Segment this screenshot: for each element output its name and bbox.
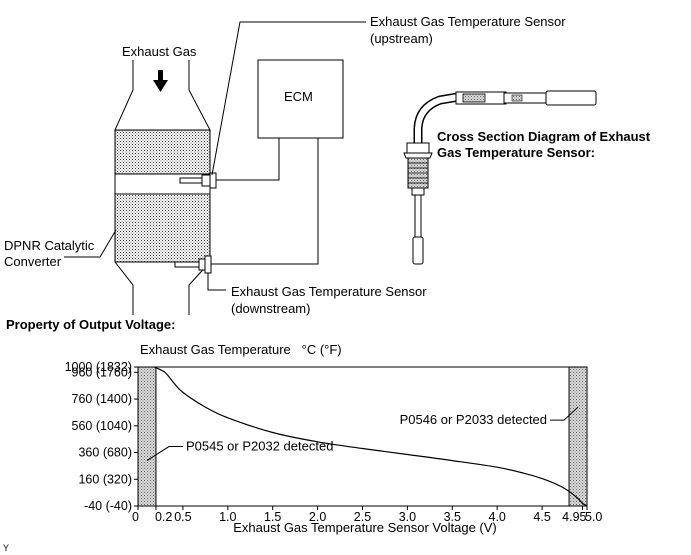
x-tick-label: 2.5 [354,510,371,524]
y-tick-label: 760 (1400) [72,392,132,406]
x-tick-label: 3.0 [399,510,416,524]
x-tick-label: 4.5 [533,510,550,524]
y-tick-label: 1000 (1832) [65,360,132,374]
x-tick-label: 0.5 [174,510,191,524]
x-tick-label: 1.0 [219,510,236,524]
downstream-sensor-label-line2: (downstream) [231,301,310,316]
x-tick-label: 0 [132,510,139,524]
x-tick-label: 2.0 [309,510,326,524]
upstream-sensor-label-line2: (upstream) [370,31,433,46]
annotation-high-voltage: P0546 or P2033 detected [400,412,547,427]
plot-frame [137,366,588,507]
y-axis-label: Exhaust Gas Temperature °C (°F) [140,342,342,357]
x-tick-label: 1.5 [264,510,281,524]
upstream-sensor-label-line1: Exhaust Gas Temperature Sensor [370,14,566,29]
x-axis-label: Exhaust Gas Temperature Sensor Voltage (… [233,520,497,535]
property-title: Property of Output Voltage: [6,317,175,332]
ecm-label: ECM [284,89,313,104]
y-tick-label: -40 (-40) [84,499,132,513]
ecm-box [257,59,344,139]
exhaust-gas-label: Exhaust Gas [122,44,197,59]
downstream-sensor-label-line1: Exhaust Gas Temperature Sensor [231,284,427,299]
detection-zone-1 [568,366,588,507]
x-tick-label: 4.95 [562,510,586,524]
annotation-low-voltage: P0545 or P2032 detected [186,439,333,454]
dpnr-catalytic-converter [114,60,211,315]
downstream-leader-line [207,273,226,291]
sensor-cross-section-drawing [403,90,597,265]
catalyst-lower-section [114,193,211,263]
down-arrow-icon [153,70,168,92]
annotation-leader-high [550,406,579,421]
annotation-leader-low [146,446,183,461]
output-voltage-chart: 1000 (1832)960 (1760) 760 (1400) 560 (1040… [65,342,603,535]
x-tick-label: 3.5 [444,510,461,524]
dpnr-label-line2: Converter [4,254,62,269]
dpnr-leader-line [64,229,117,258]
y-tick-label: 560 (1040) [72,419,132,433]
exhaust-schematic: Exhaust Gas ECM [4,14,566,316]
x-tick-label: 4.0 [489,510,506,524]
y-tick-label: 160 (320) [78,472,132,486]
catalyst-upper-section [114,129,211,175]
upstream-sensor-icon [179,172,217,189]
upstream-wire [216,138,280,181]
y-tick-label: 960 (1760) [72,365,132,379]
temperature-voltage-curve [153,366,588,507]
y-tick-label: 360 (680) [78,446,132,460]
dpnr-label-line1: DPNR Catalytic [4,238,95,253]
upstream-leader-line [211,21,366,176]
detection-zone-0 [137,366,157,507]
corner-mark: Y [3,543,9,553]
cross-section-label-line2: Gas Temperature Sensor: [437,145,595,160]
x-tick-label: 0.2 [155,510,172,524]
downstream-wire [211,138,319,265]
x-tick-label: 5.0 [585,510,602,524]
cross-section-label-line1: Cross Section Diagram of Exhaust [437,129,651,144]
